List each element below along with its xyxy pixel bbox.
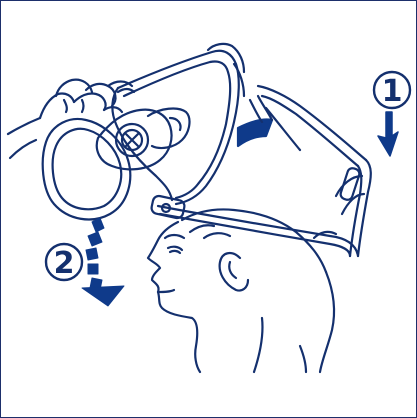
respirator: [97, 109, 190, 170]
down-arrow-icon: [378, 112, 398, 156]
visor: [112, 44, 244, 219]
headband: [158, 86, 371, 256]
head-outline: [148, 209, 334, 372]
step-2-callout: [46, 218, 124, 306]
curved-arrow-icon: [82, 218, 124, 306]
step-1-callout: [374, 72, 410, 156]
